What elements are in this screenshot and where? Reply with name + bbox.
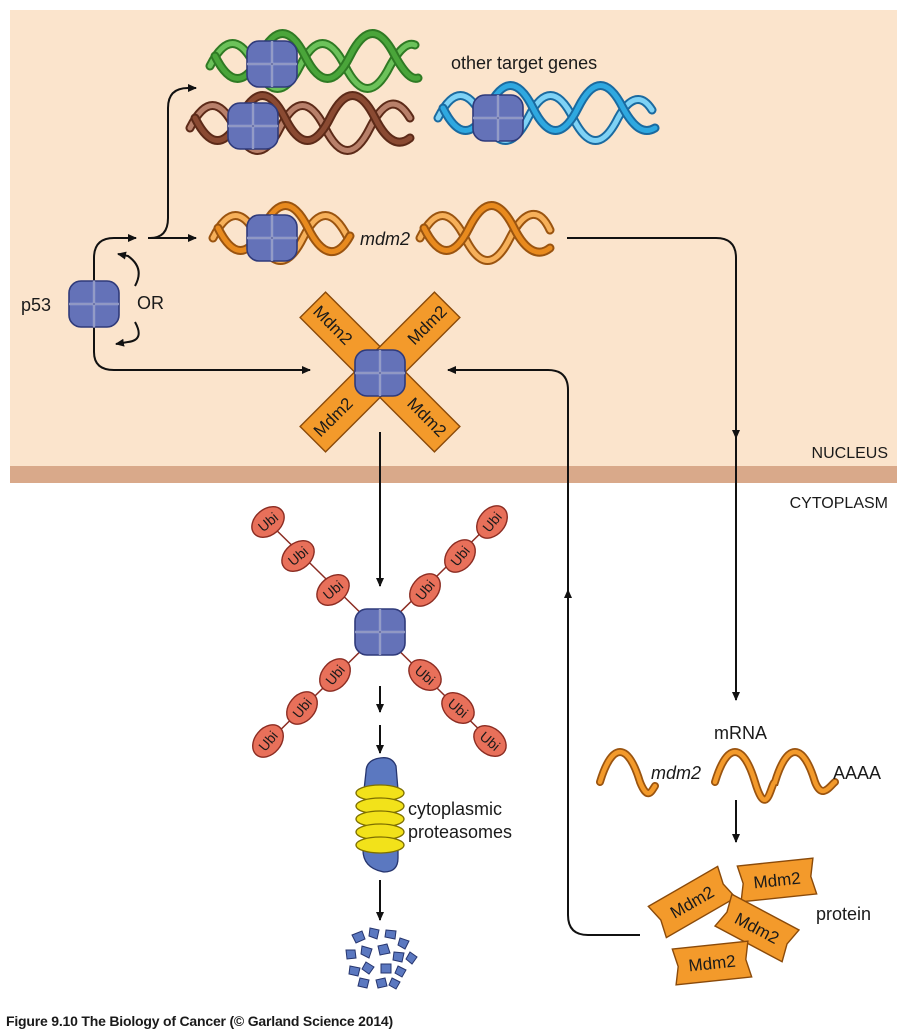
p53-on-mdm2-dna [245, 213, 299, 263]
ubi-chain-lower-left: Ubi Ubi Ubi [245, 652, 358, 764]
ubi-chain-upper-right: Ubi Ubi Ubi [402, 499, 515, 613]
figure-caption: Figure 9.10 The Biology of Cancer (© Gar… [6, 1013, 393, 1029]
proteasomes-label-line1: cytoplasmic [408, 799, 502, 819]
mrna-label: mRNA [714, 723, 767, 743]
mdm2-protein-label: Mdm2 [688, 952, 737, 976]
p53-label: p53 [21, 295, 51, 315]
or-label: OR [137, 293, 164, 313]
nucleus-label: NUCLEUS [812, 445, 888, 462]
p53-mdm2-complex: Mdm2 Mdm2 Mdm2 Mdm2 [299, 291, 461, 453]
mdm2-mrna-strand [596, 748, 839, 804]
other-target-genes-label: other target genes [451, 53, 597, 73]
proteasomes-label-line2: proteasomes [408, 822, 512, 842]
cytoplasm-label: CYTOPLASM [790, 495, 888, 512]
polya-tail-label: AAAA [833, 763, 881, 783]
p53-on-blue-dna [471, 93, 525, 143]
ubi-chain-upper-left: Ubi Ubi Ubi [245, 499, 356, 613]
protein-label: protein [816, 904, 871, 924]
p53-on-brown-dna [226, 101, 280, 151]
proteasome-icon [355, 757, 405, 873]
activation-arrows [93, 84, 740, 936]
mdm2-gene-label: mdm2 [360, 229, 410, 249]
nucleus-region [10, 10, 897, 470]
mdm2-mrna-label: mdm2 [651, 763, 701, 783]
p53-free [67, 279, 121, 329]
ubiquitinated-p53: Ubi Ubi Ubi Ubi Ubi Ubi Ubi Ubi Ubi Ubi … [245, 499, 515, 764]
degraded-peptide-fragments [345, 927, 418, 990]
p53-on-green-dna [245, 39, 299, 89]
mdm2-protein-cluster: Mdm2 Mdm2 Mdm2 Mdm2 [647, 857, 818, 986]
mdm2-protein-label: Mdm2 [753, 869, 802, 893]
ubi-chain-lower-right: Ubi Ubi Ubi [402, 652, 513, 764]
nuclear-membrane [10, 466, 897, 483]
